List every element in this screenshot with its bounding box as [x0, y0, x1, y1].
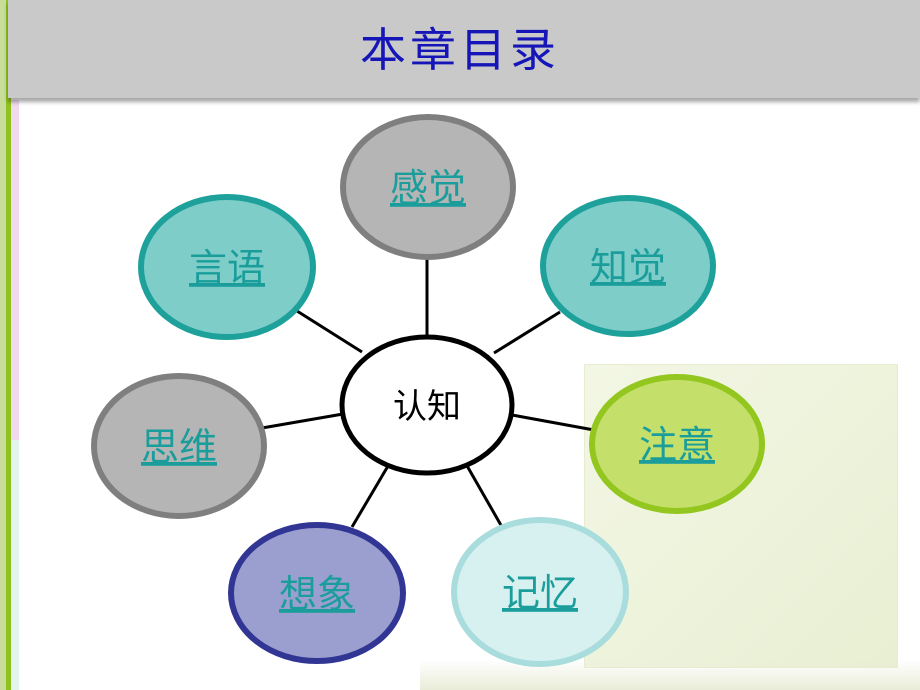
center-node-shape	[339, 334, 515, 476]
node-memory[interactable]: 记忆	[451, 517, 629, 667]
connector-line-memory	[464, 463, 504, 528]
node-language-link[interactable]: 言语	[189, 246, 265, 290]
page-title: 本章目录	[360, 23, 560, 77]
center-node-label: 认知	[393, 387, 461, 427]
connector-lines	[261, 257, 595, 528]
node-language-shape[interactable]	[138, 194, 316, 340]
node-attention[interactable]: 注意	[589, 374, 765, 514]
node-sensation[interactable]: 感觉	[340, 114, 516, 260]
center-node: 认知	[339, 334, 515, 476]
node-thinking-shape[interactable]	[91, 373, 267, 519]
node-memory-shape[interactable]	[451, 517, 629, 667]
node-thinking[interactable]: 思维	[91, 373, 267, 519]
connector-line-language	[296, 309, 363, 354]
node-memory-link[interactable]: 记忆	[502, 571, 578, 615]
connector-line-thinking	[261, 412, 344, 430]
node-perception[interactable]: 知觉	[540, 195, 716, 337]
node-imagination-link[interactable]: 想象	[279, 572, 355, 616]
node-imagination-shape[interactable]	[228, 522, 406, 664]
node-imagination[interactable]: 想象	[228, 522, 406, 664]
strip-pink	[11, 100, 19, 440]
node-thinking-link[interactable]: 思维	[141, 425, 217, 469]
node-attention-shape[interactable]	[589, 374, 765, 514]
strip-mint	[11, 440, 19, 690]
connector-line-imagination	[350, 465, 390, 528]
strip-light-green	[0, 0, 6, 690]
node-sensation-link[interactable]: 感觉	[390, 166, 466, 210]
node-perception-link[interactable]: 知觉	[590, 245, 666, 289]
header-bar	[8, 0, 920, 98]
connector-line-attention	[511, 413, 595, 432]
strip-green	[6, 0, 11, 690]
node-perception-shape[interactable]	[540, 195, 716, 337]
left-decoration-strip	[0, 0, 22, 690]
background-haze	[420, 660, 920, 690]
node-language[interactable]: 言语	[138, 194, 316, 340]
node-sensation-shape[interactable]	[340, 114, 516, 260]
node-attention-link[interactable]: 注意	[639, 423, 715, 467]
connector-line-perception	[493, 310, 561, 355]
